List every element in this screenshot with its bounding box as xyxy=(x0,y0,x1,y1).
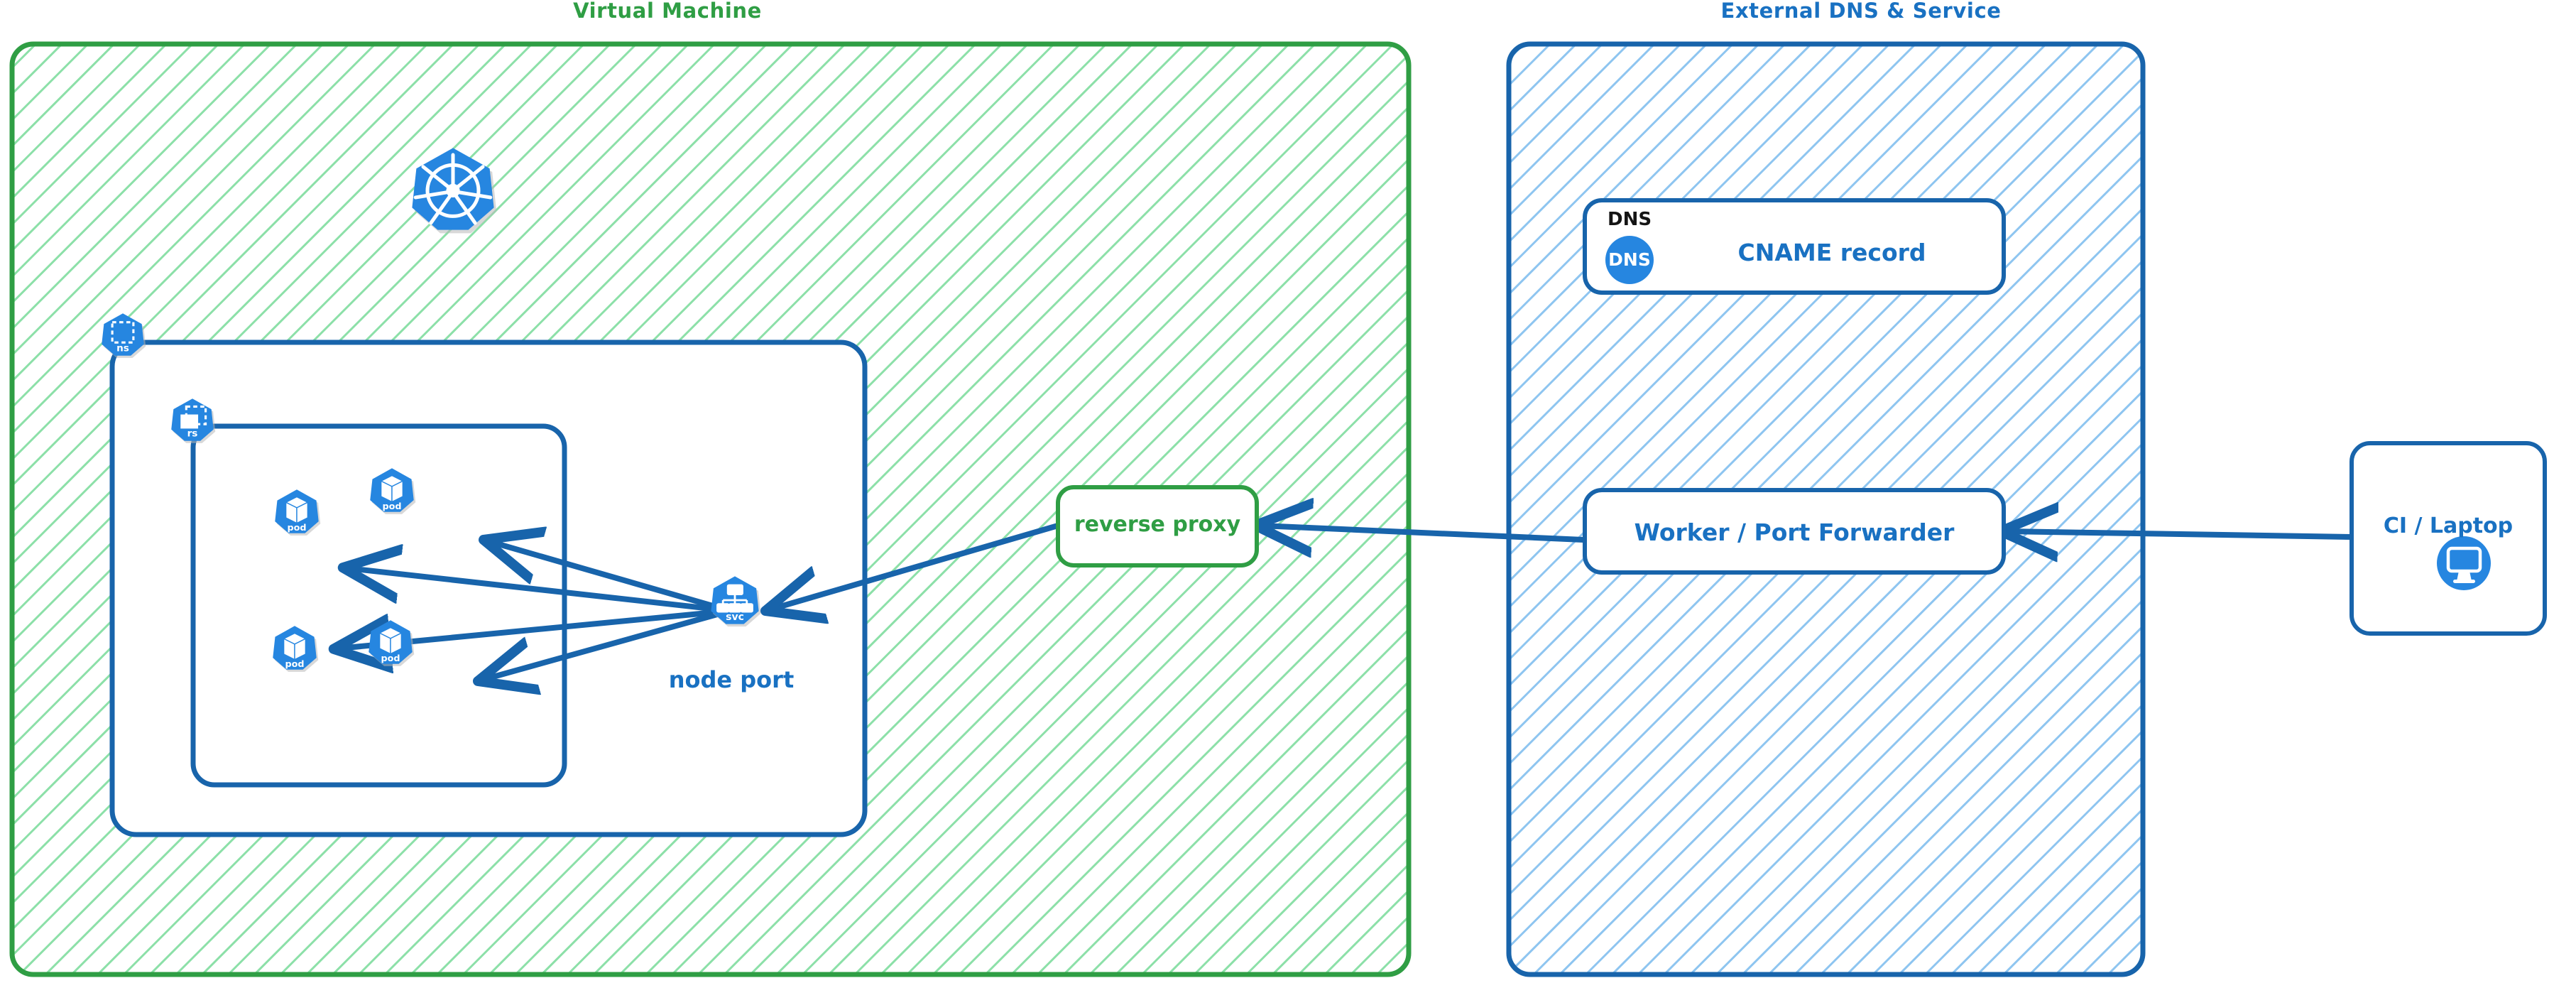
panel-external-dns-service-title: External DNS & Service xyxy=(1720,0,2002,23)
kubernetes-logo-icon xyxy=(412,148,497,234)
node-port-label: node port xyxy=(668,666,795,693)
edge-svc-to-pod1 xyxy=(348,568,733,614)
dns-box[interactable] xyxy=(1583,198,2006,295)
edge-worker-to-reverse-proxy xyxy=(1260,526,1586,540)
pod-node-1-label: pod xyxy=(287,523,306,533)
edge-svc-to-pod2 xyxy=(489,541,733,614)
dns-caption-label: DNS xyxy=(1608,209,1652,230)
pod-node-4: pod xyxy=(369,620,415,666)
namespace-node-icon: ns xyxy=(102,313,146,358)
ci-laptop-box[interactable] xyxy=(2349,441,2547,636)
reverse-proxy-box[interactable] xyxy=(1056,485,1259,567)
pod-node-2: pod xyxy=(370,468,416,514)
reverse-proxy-label: reverse proxy xyxy=(1074,512,1241,537)
edge-svc-to-pod4 xyxy=(483,608,733,680)
cname-record-label: CNAME record xyxy=(1737,239,1926,266)
replicaset-node-icon: rs xyxy=(171,398,216,443)
pod-node-2-label: pod xyxy=(382,501,401,512)
worker-box[interactable] xyxy=(1583,488,2006,575)
pod-node-3-label: pod xyxy=(285,659,304,670)
worker-box-label: Worker / Port Forwarder xyxy=(1634,518,1955,546)
desktop-monitor-icon xyxy=(2437,536,2491,590)
service-node-label: svc xyxy=(726,612,744,623)
service-node-icon: svc xyxy=(711,576,761,627)
edge-reverse-proxy-to-svc xyxy=(770,523,1061,609)
replicaset-node-label: rs xyxy=(187,428,198,440)
pod-node-1: pod xyxy=(275,489,321,536)
pod-node-4-label: pod xyxy=(381,653,400,664)
pod-node-3: pod xyxy=(273,626,319,672)
edge-ci-laptop-to-worker xyxy=(2006,531,2354,537)
dns-badge-label: DNS xyxy=(1608,249,1651,270)
dns-badge-icon xyxy=(1605,236,1654,284)
namespace-node-label: ns xyxy=(116,343,129,354)
panel-virtual-machine-title: Virtual Machine xyxy=(573,0,762,23)
ci-laptop-label: CI / Laptop xyxy=(2383,514,2514,538)
